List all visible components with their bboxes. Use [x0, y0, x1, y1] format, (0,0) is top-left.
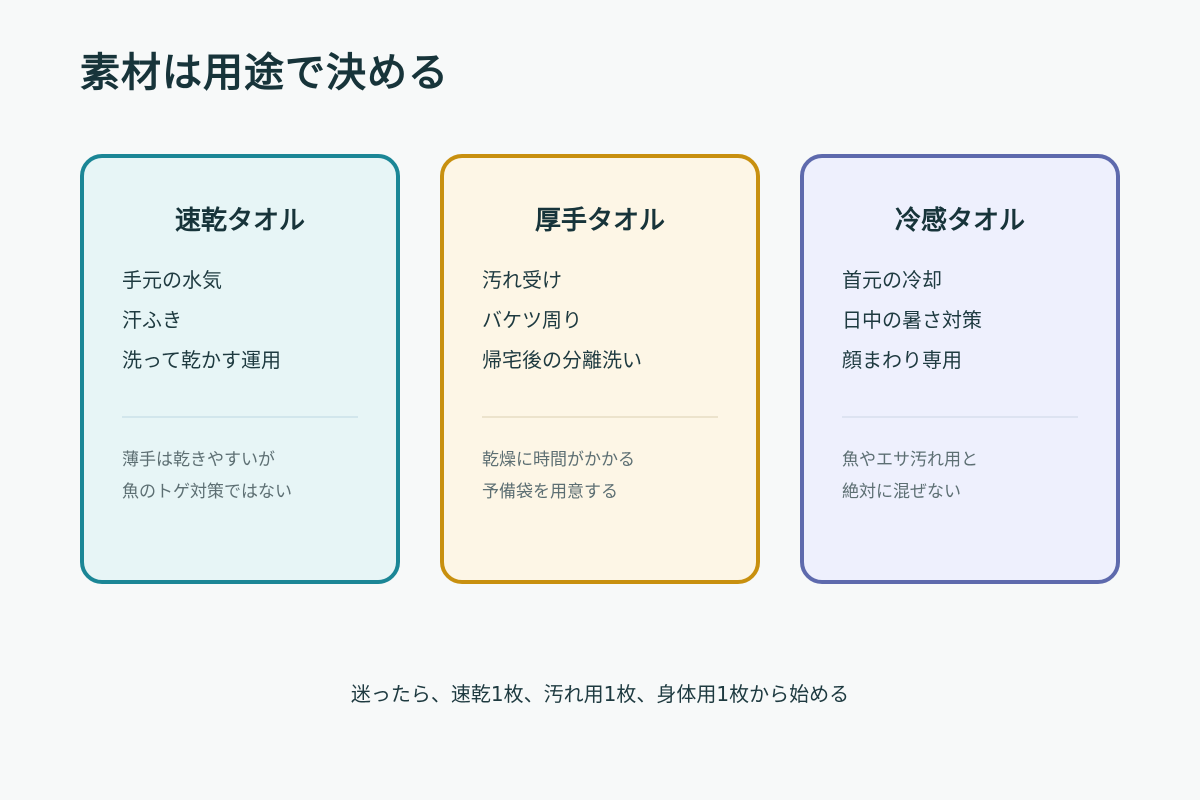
- card-note-line: 魚のトゲ対策ではない: [122, 482, 292, 502]
- card-divider: [842, 416, 1078, 418]
- card-divider: [482, 416, 718, 418]
- card-note: 薄手は乾きやすいが 魚のトゲ対策ではない: [122, 444, 292, 508]
- card-use-list: 汚れ受け バケツ周り 帰宅後の分離洗い: [482, 260, 642, 380]
- card-use-list: 首元の冷却 日中の暑さ対策 顔まわり専用: [842, 260, 982, 380]
- card-note-line: 乾燥に時間がかかる: [482, 450, 635, 470]
- card-note: 魚やエサ汚れ用と 絶対に混ぜない: [842, 444, 978, 508]
- card-use-item: 日中の暑さ対策: [842, 308, 982, 332]
- card-divider: [122, 416, 358, 418]
- card-use-item: 洗って乾かす運用: [122, 348, 281, 372]
- card-use-item: 汚れ受け: [482, 268, 562, 292]
- card-note-line: 絶対に混ぜない: [842, 482, 961, 502]
- card-note-line: 魚やエサ汚れ用と: [842, 450, 978, 470]
- card-title: 速乾タオル: [174, 206, 305, 236]
- card-use-list: 手元の水気 汗ふき 洗って乾かす運用: [122, 260, 281, 380]
- card-use-item: 汗ふき: [122, 308, 182, 332]
- card-thick-towel: 厚手タオル 汚れ受け バケツ周り 帰宅後の分離洗い 乾燥に時間がかかる 予備袋を…: [440, 154, 760, 584]
- card-note: 乾燥に時間がかかる 予備袋を用意する: [482, 444, 635, 508]
- card-cooling-towel: 冷感タオル 首元の冷却 日中の暑さ対策 顔まわり専用 魚やエサ汚れ用と 絶対に混…: [800, 154, 1120, 584]
- card-use-item: 手元の水気: [122, 268, 222, 292]
- card-note-line: 薄手は乾きやすいが: [122, 450, 275, 470]
- card-title: 厚手タオル: [534, 206, 665, 236]
- card-use-item: 首元の冷却: [842, 268, 942, 292]
- card-quick-dry-towel: 速乾タオル 手元の水気 汗ふき 洗って乾かす運用 薄手は乾きやすいが 魚のトゲ対…: [80, 154, 400, 584]
- card-note-line: 予備袋を用意する: [482, 482, 618, 502]
- card-title: 冷感タオル: [894, 206, 1025, 236]
- card-use-item: 帰宅後の分離洗い: [482, 348, 642, 372]
- card-use-item: 顔まわり専用: [842, 348, 962, 372]
- footer-tip: 迷ったら、速乾1枚、汚れ用1枚、身体用1枚から始める: [350, 682, 850, 706]
- card-use-item: バケツ周り: [482, 308, 582, 332]
- page-title: 素材は用途で決める: [80, 50, 449, 96]
